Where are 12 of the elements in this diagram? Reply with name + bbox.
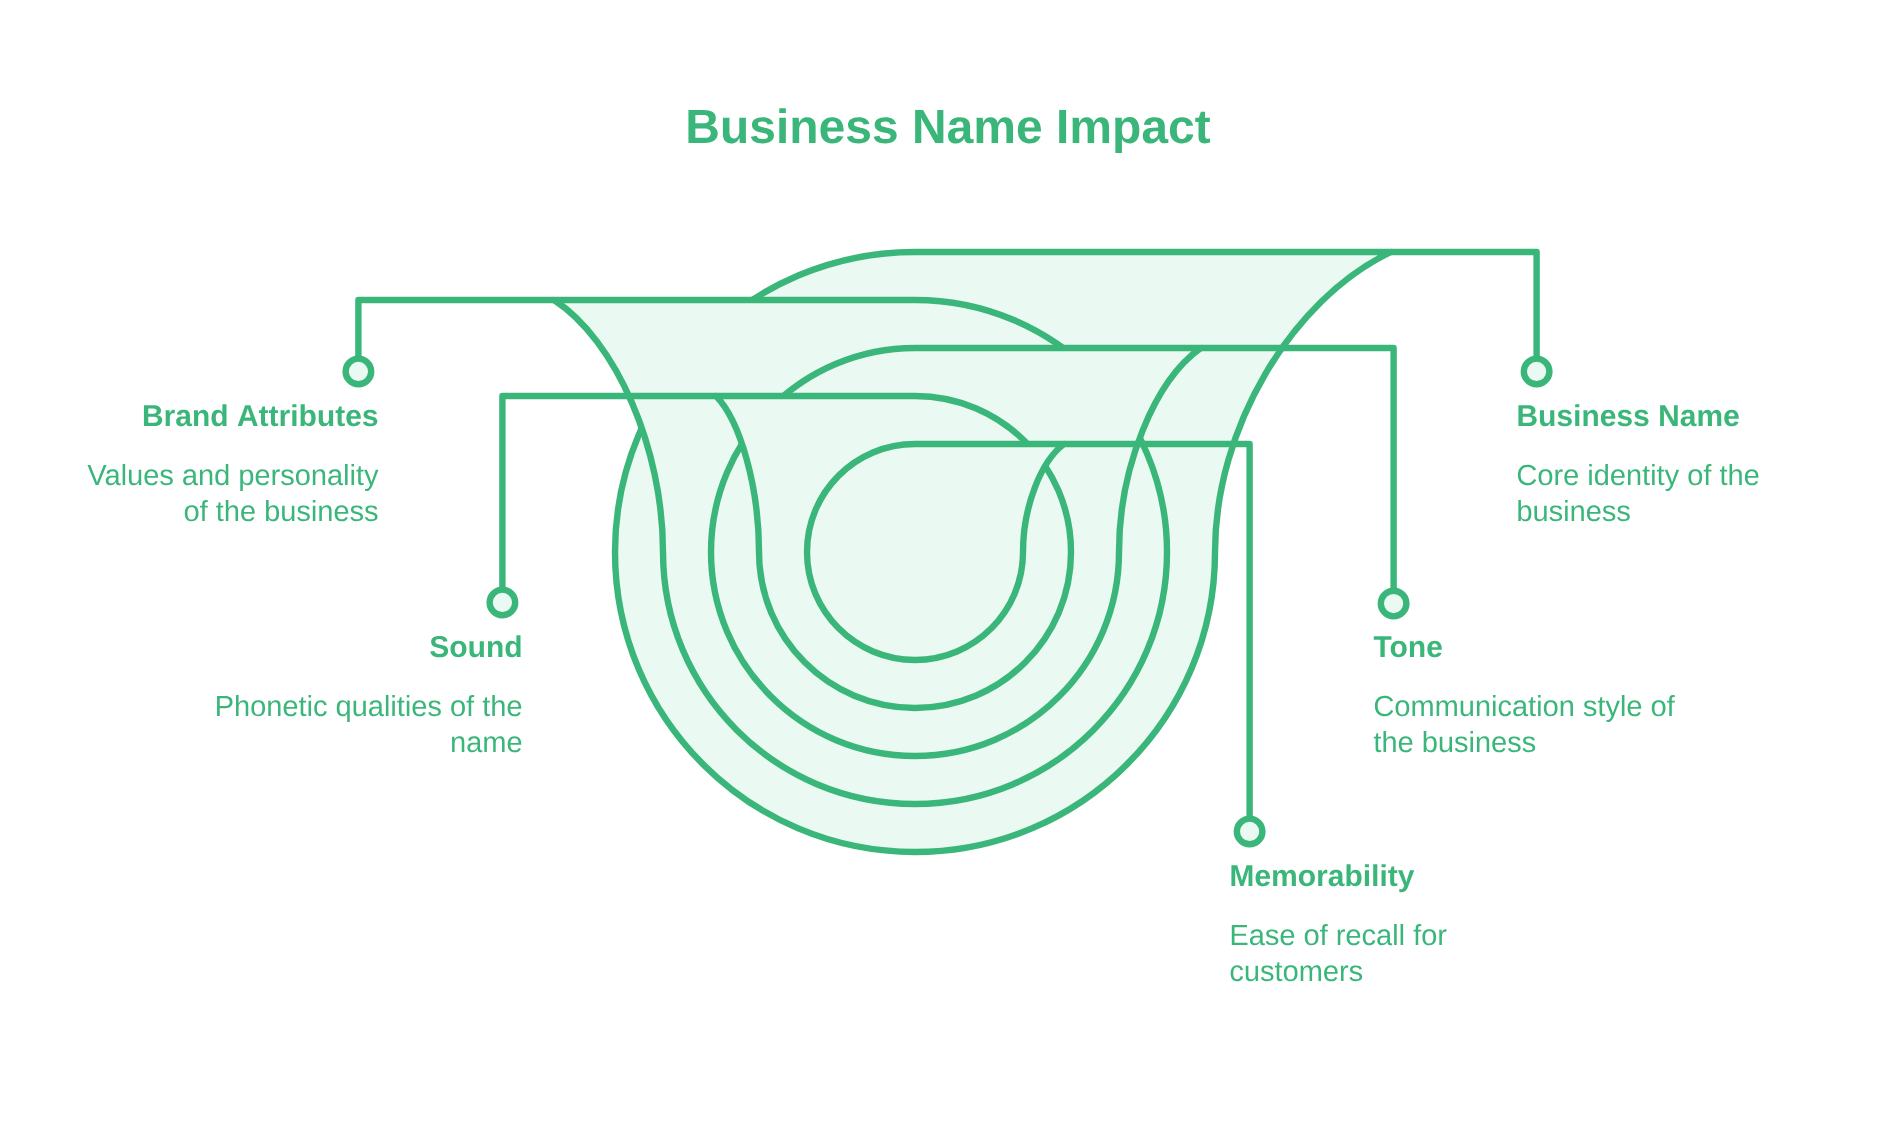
heading: Memorability xyxy=(1231,864,1415,893)
ring-shape xyxy=(803,440,1068,664)
heading: Tone xyxy=(1373,636,1442,658)
description: Core identity of the business xyxy=(1517,463,1759,522)
description: Ease of recall for customers xyxy=(1230,923,1447,982)
heading: Sound xyxy=(430,635,521,658)
title: Business Name Impact xyxy=(688,108,1211,153)
description: Values and personality of the business xyxy=(87,463,379,522)
description: Phonetic qualities of the name xyxy=(217,694,522,753)
description: Communication style of the business xyxy=(1373,694,1675,753)
heading: Brand Attributes xyxy=(143,404,378,427)
heading: Business Name xyxy=(1518,404,1739,427)
